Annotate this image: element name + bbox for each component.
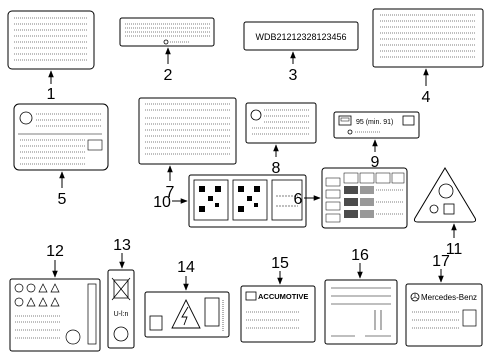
callout-14: 14 [177, 259, 195, 276]
callout-15: 15 [271, 255, 289, 272]
callout-9: 9 [371, 154, 380, 171]
label-15-accumotive: ACCUMOTIVE [240, 285, 316, 343]
label-9-fuel: 95 (min. 91) [333, 111, 420, 139]
vin-text: WDB21212328123456 [255, 32, 346, 42]
callout-13: 13 [113, 237, 131, 254]
label-17-mercedes-benz: Mercedes-Benz [405, 283, 483, 347]
label-11-warning-triangle [413, 167, 477, 223]
label-3-vin-plate: WDB21212328123456 [243, 21, 359, 51]
code-text: U-l:n [114, 311, 129, 318]
label-1-tire-pressure [7, 10, 95, 70]
label-7 [138, 97, 237, 165]
callout-1: 1 [47, 86, 56, 103]
label-5 [13, 103, 109, 171]
label-10-qr [188, 174, 307, 228]
callout-2: 2 [164, 67, 173, 84]
accumotive-text: ACCUMOTIVE [258, 292, 308, 301]
callout-10: 10 [153, 194, 171, 211]
callout-11: 11 [446, 241, 463, 258]
callout-3: 3 [289, 67, 298, 84]
label-8 [245, 102, 317, 144]
callout-7: 7 [166, 184, 175, 201]
callout-12: 12 [46, 243, 64, 260]
label-2 [119, 17, 215, 47]
mercedes-benz-text: Mercedes-Benz [421, 293, 477, 302]
label-6-tire-table [321, 167, 408, 229]
label-13-battery-disposal: U-l:n [107, 269, 135, 349]
label-12 [9, 278, 101, 352]
callout-4: 4 [422, 89, 431, 106]
callout-5: 5 [58, 191, 67, 208]
callout-6: 6 [294, 191, 303, 208]
octane-text: 95 (min. 91) [356, 119, 393, 126]
callout-8: 8 [272, 160, 281, 177]
callout-16: 16 [351, 247, 369, 264]
callout-17: 17 [432, 253, 450, 270]
label-4 [372, 8, 484, 68]
label-16 [324, 279, 398, 345]
label-14-high-voltage [144, 291, 230, 338]
